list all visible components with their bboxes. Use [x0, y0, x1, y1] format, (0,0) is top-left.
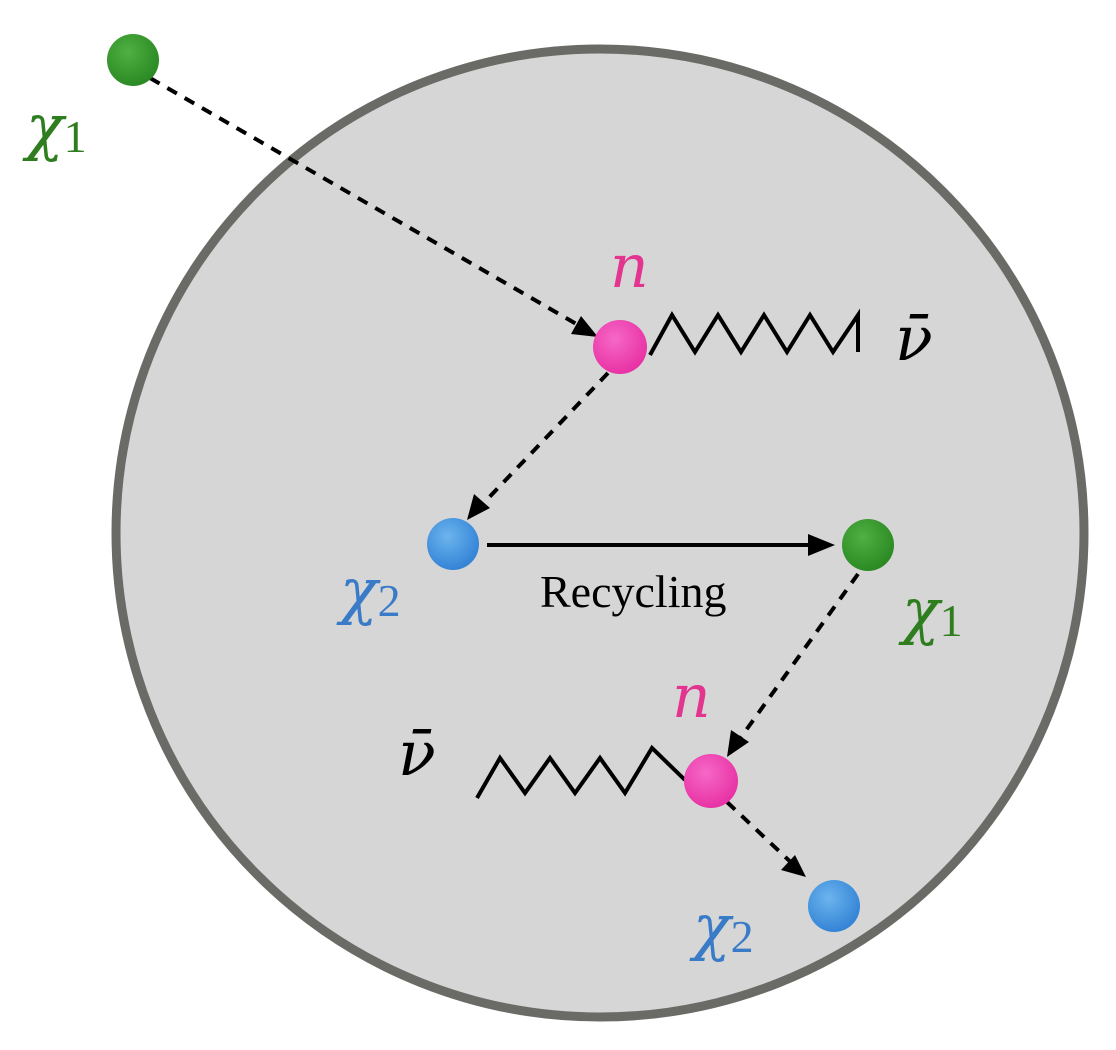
chi1-outside-particle-icon: [107, 34, 159, 86]
incoming-chi1-arrowhead: [571, 316, 598, 337]
chi2-lower-particle-icon: [808, 880, 860, 932]
neutron-to-chi2-lower-arrowhead: [781, 855, 806, 877]
antineutrino-upper-zigzag-icon: [648, 308, 860, 356]
chi1-to-neutron-arrowhead: [727, 730, 749, 757]
chi1-inside-label: χ1: [898, 574, 963, 647]
chi1-outside-label: χ1: [22, 90, 87, 163]
chi2-lower-label: χ2: [689, 890, 754, 963]
neutron-upper-particle-icon: [593, 320, 647, 374]
target-region: [111, 44, 1089, 1022]
antineutrino-lower-zigzag-icon: [475, 744, 687, 799]
chi1-inside-particle-icon: [842, 519, 894, 571]
chi2-upper-particle-icon: [427, 518, 479, 570]
neutron-to-chi2-arrowhead: [467, 494, 490, 520]
chi2-upper-label: χ2: [336, 554, 401, 627]
neutron-upper-label: n: [610, 232, 649, 302]
antineutrino-lower-label: ν̄: [398, 717, 436, 790]
recycling-arrowhead: [808, 534, 835, 556]
chi1-to-neutron-path-arrow: [732, 572, 860, 749]
neutron-to-chi2-lower-path-arrow: [725, 800, 800, 871]
neutron-lower-particle-icon: [684, 754, 738, 808]
neutron-lower-label: n: [672, 662, 711, 732]
recycling-label: Recycling: [540, 566, 727, 617]
incoming-chi1-path-arrow: [149, 76, 593, 335]
antineutrino-upper-label: ν̄: [895, 302, 933, 375]
